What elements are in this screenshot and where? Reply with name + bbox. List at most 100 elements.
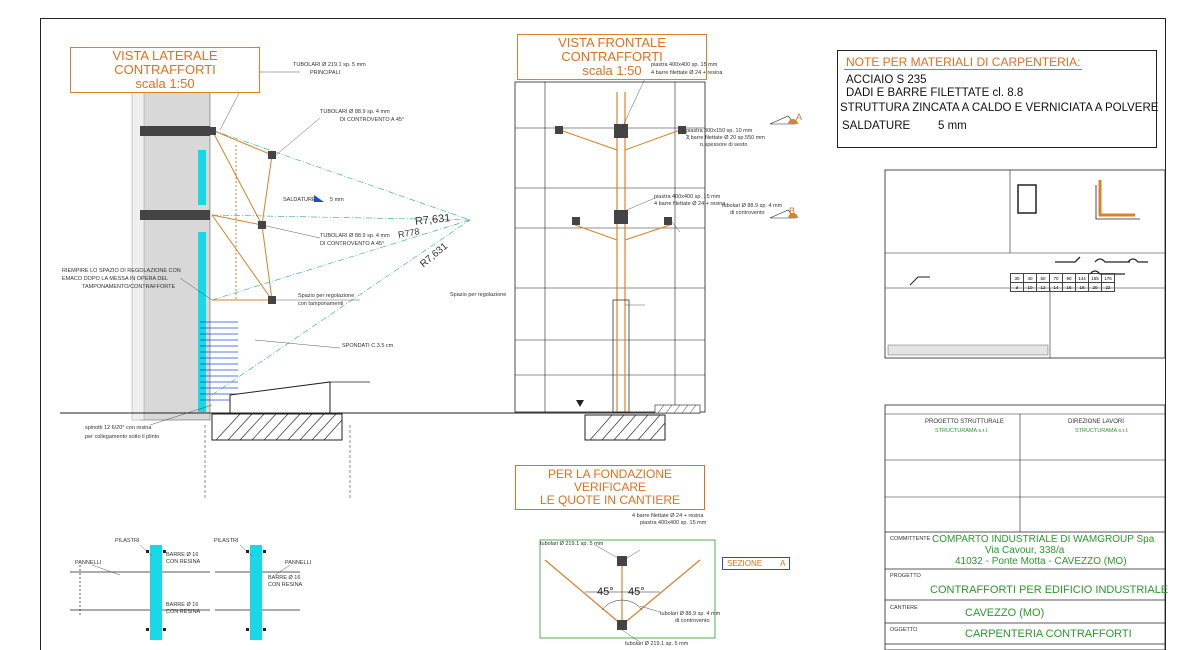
plan-pilastri-1: PILASTRI <box>115 538 140 544</box>
rebar-cell: 20 <box>1088 282 1102 292</box>
lateral-tubolari-brace-1: TUBOLARI Ø 88.9 sp. 4 mm <box>320 109 390 115</box>
notes-line-bolts: DADI E BARRE FILETTATE cl. 8.8 <box>846 87 1024 99</box>
frontal-piastra-1: piastra 400x400 sp. 15 mm <box>651 62 718 68</box>
rebar-cell: 12 <box>1036 282 1050 292</box>
frontal-tubolari: tubolari Ø 88.9 sp. 4 mm <box>722 203 783 209</box>
weld-mark-b: B <box>789 206 796 216</box>
notes-title: NOTE PER MATERIALI DI CARPENTERIA: <box>844 55 1083 70</box>
plan-resina-3: CON RESINA <box>268 582 303 588</box>
frame-right <box>1165 18 1166 650</box>
notes-line-finish: STRUTTURA ZINCATA A CALDO E VERNICIATA A… <box>840 102 1159 114</box>
tb-cantiere-label: CANTIERE <box>890 605 918 611</box>
tb-committente-label: COMMITTENTE <box>890 536 931 542</box>
rebar-cell: 40 <box>1023 273 1037 283</box>
riempire-note-1: RIEMPIRE LO SPAZIO DI REGOLAZIONE CON <box>62 268 181 274</box>
rebar-cell: 30 <box>1010 273 1024 283</box>
section-controvento: di controvento <box>675 618 710 624</box>
plan-resina-1: CON RESINA <box>166 559 201 565</box>
section-angle-right: 45° <box>628 586 645 598</box>
lateral-controvento-1: DI CONTROVENTO A 45° <box>340 117 405 123</box>
lateral-spazio-2: con tamponamenti <box>298 301 344 307</box>
tb-direzione-lavori: DIREZIONE LAVORI <box>1068 419 1124 425</box>
section-tubolari-bottom: tubolari Ø 219.1 sp. 5 mm <box>625 641 689 647</box>
plan-barre-2: BARRE Ø 16 <box>166 602 199 608</box>
foundation-note-line2: LE QUOTE IN CANTIERE <box>539 493 681 507</box>
plan-pannelli-1: PANNELLI <box>75 560 102 566</box>
lateral-saldature-label: SALDATURE <box>283 197 316 203</box>
frontal-barre-3: 4 barre filettate Ø 24 + resina <box>654 201 726 207</box>
frame-left <box>40 18 41 650</box>
plan-pannelli-2: PANNELLI <box>285 560 312 566</box>
plan-barre-1: BARRE Ø 16 <box>166 552 199 558</box>
plan-pilastri-2: PILASTRI <box>214 538 239 544</box>
frontal-barre-1: 4 barre filettate Ø 24 + resina <box>651 70 723 76</box>
lateral-principali: PRINCIPALI <box>310 70 341 76</box>
riempire-note-2: EMACO DOPO LA MESSA IN OPERA DEL <box>62 276 169 282</box>
spinotti-note-1: spinotti 12 6/20° con resina <box>85 425 152 431</box>
foundation-note: PER LA FONDAZIONE VERIFICARE LE QUOTE IN… <box>515 465 705 510</box>
section-letter: A <box>780 559 786 568</box>
frontal-controvento: di controvento <box>730 210 765 216</box>
frontal-view-scale: scala 1:50 <box>582 63 642 78</box>
tb-progetto-label: PROGETTO <box>890 573 921 579</box>
tb-oggetto: CARPENTERIA CONTRAFFORTI <box>965 628 1132 640</box>
frontal-spessore: n.spessore di sesto <box>700 142 748 148</box>
notes-weld-size: 5 mm <box>938 120 967 132</box>
rebar-table: 30 40 60 70 90 144 155 176 ø 10 12 14 16… <box>1010 273 1115 292</box>
rebar-cell: 16 <box>1062 282 1076 292</box>
rebar-cell: 10 <box>1023 282 1037 292</box>
rebar-cell: 18 <box>1075 282 1089 292</box>
lateral-spazio-1: Spazio per regolazione <box>298 293 355 299</box>
frontal-piastra-3: piastra 400x400 sp. 15 mm <box>654 194 721 200</box>
rebar-cell: 144 <box>1075 273 1089 283</box>
rebar-cell: 155 <box>1088 273 1102 283</box>
tb-company-1: STRUCTURAMA s.r.l. <box>935 428 989 434</box>
rebar-cell: 176 <box>1101 273 1115 283</box>
frontal-piastra-2: piastra 300x150 sp. 10 mm <box>686 128 753 134</box>
frontal-barre-2: 2 barre filettate Ø 20 sp.550 mm <box>686 135 765 141</box>
section-tubolari-88: tubolari Ø 88.9 sp. 4 mm <box>660 611 721 617</box>
lateral-tubolari-main: TUBOLARI Ø 219.1 sp. 5 mm <box>293 62 366 68</box>
section-piastra-top: piastra 400x400 sp. 15 mm <box>640 520 707 526</box>
rebar-cell: ø <box>1010 282 1024 292</box>
section-tubolari-top: tubolari Ø 219.1 sp. 5 mm <box>540 541 604 547</box>
tb-company-2: STRUCTURAMA s.r.l. <box>1075 428 1129 434</box>
frontal-spazio: Spazio per regolazione <box>450 292 507 298</box>
lateral-view-title: VISTA LATERALE CONTRAFFORTI scala 1:50 <box>70 47 260 93</box>
section-label: SEZIONE <box>727 559 763 568</box>
lateral-saldature-size: 5 mm <box>330 197 344 203</box>
frontal-view-title: VISTA FRONTALE CONTRAFFORTI scala 1:50 <box>517 34 707 80</box>
tb-committente-2: Via Cavour, 338/a <box>985 545 1065 556</box>
rebar-table-row: 30 40 60 70 90 144 155 176 <box>1010 273 1115 283</box>
lateral-view-scale: scala 1:50 <box>135 76 195 91</box>
rebar-cell: 60 <box>1036 273 1050 283</box>
lateral-controvento-2: DI CONTROVENTO A 45° <box>320 241 385 247</box>
rebar-cell: 22 <box>1101 282 1115 292</box>
foundation-note-line1: PER LA FONDAZIONE VERIFICARE <box>547 467 673 494</box>
rebar-cell: 70 <box>1049 273 1063 283</box>
notes-weld-label: SALDATURE <box>842 120 911 132</box>
lateral-view-title-text: VISTA LATERALE CONTRAFFORTI <box>112 48 218 77</box>
notes-line-steel: ACCIAIO S 235 <box>846 74 927 86</box>
tb-committente-1: COMPARTO INDUSTRIALE DI WAMGROUP Spa <box>932 534 1155 545</box>
rebar-table-row: ø 10 12 14 16 18 20 22 <box>1010 282 1115 292</box>
rebar-cell: 90 <box>1062 273 1076 283</box>
weld-mark-a: A <box>796 112 803 122</box>
tb-oggetto-label: OGGETTO <box>890 627 918 633</box>
frame-top <box>40 18 1165 19</box>
lateral-spondati: SPONDATI C.3.5 cm <box>342 343 394 349</box>
section-label-box: SEZIONE A <box>722 557 791 570</box>
lateral-tubolari-brace-2: TUBOLARI Ø 88.9 sp. 4 mm <box>320 233 390 239</box>
tb-progetto: CONTRAFFORTI PER EDIFICIO INDUSTRIALE <box>930 584 1169 596</box>
plan-resina-2: CON RESINA <box>166 609 201 615</box>
tb-cantiere: CAVEZZO (MO) <box>965 607 1045 619</box>
riempire-note-3: TAMPONAMENTO/CONTRAFFORTE <box>82 284 176 290</box>
section-angle-left: 45° <box>597 586 614 598</box>
tb-progetto-strutturale: PROGETTO STRUTTURALE <box>925 419 1004 425</box>
rebar-cell: 14 <box>1049 282 1063 292</box>
spinotti-note-2: per collegamento sotto il plinto <box>85 434 160 440</box>
section-barre-top: 4 barre filettate Ø 24 + resina <box>632 513 704 519</box>
materials-notes-box: NOTE PER MATERIALI DI CARPENTERIA: ACCIA… <box>837 50 1159 148</box>
frontal-view-title-text: VISTA FRONTALE CONTRAFFORTI <box>558 35 666 64</box>
